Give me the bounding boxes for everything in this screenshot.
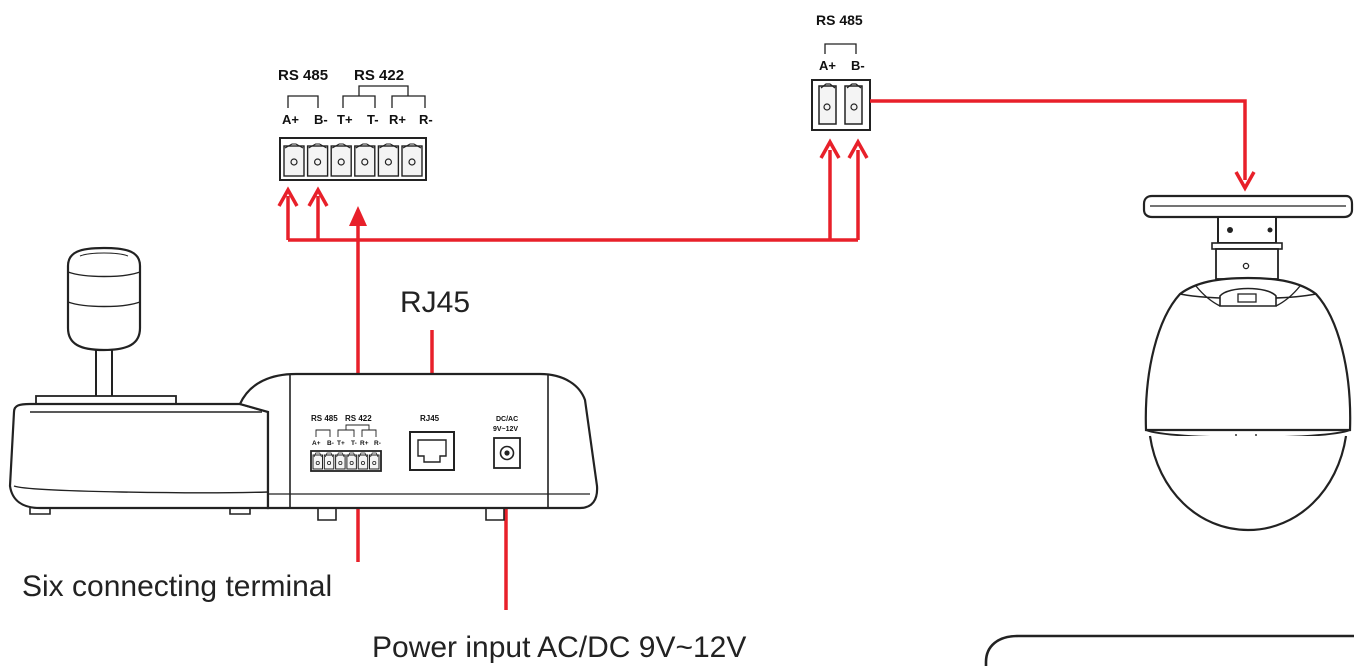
panel-terminal-slot-6 <box>369 452 380 470</box>
keyboard-feet <box>317 508 505 521</box>
six-terminal-callout-label: Six connecting terminal <box>22 570 332 603</box>
pin-label-r-minus: R- <box>419 112 433 127</box>
panel-terminal-slot-2 <box>323 452 335 470</box>
arrow-keyboard-to-terminal <box>349 206 367 226</box>
panel-rs485-label: RS 485 <box>311 414 338 423</box>
speed-dome-camera <box>1142 194 1354 532</box>
panel-terminal-slot-3 <box>335 452 346 470</box>
camera-housing <box>1144 276 1352 432</box>
keyboard-controller: RS 485 RS 422 A+ B- T+ T- R+ R- RJ45 DC/… <box>8 246 599 521</box>
panel-six-pin-terminal <box>310 450 382 472</box>
joystick <box>35 246 177 407</box>
panel-pin-a-plus: A+ <box>312 440 321 447</box>
rs485-bracket <box>287 95 319 108</box>
terminal-slot-6 <box>401 143 423 177</box>
left-terminal-rs485-label: RS 485 <box>278 67 328 84</box>
terminal-slot-4 <box>354 143 376 177</box>
left-terminal-rs422-label: RS 422 <box>354 67 404 84</box>
pin-label-a-plus: A+ <box>282 112 299 127</box>
rs422-bracket <box>342 85 426 108</box>
pin-label-t-minus: T- <box>367 112 379 127</box>
panel-power-label-1: DC/AC <box>496 416 518 423</box>
panel-terminal-slot-4 <box>346 452 357 470</box>
arrow-into-camera <box>1234 171 1256 192</box>
rj45-port <box>409 431 455 471</box>
arrow-right-a-plus <box>819 138 841 159</box>
panel-pin-t-minus: T- <box>351 440 357 447</box>
right-terminal-block: RS 485 A+ B- <box>811 12 871 131</box>
dc-power-jack <box>493 437 521 469</box>
pin-label-r-plus: R+ <box>389 112 406 127</box>
panel-power-label-2: 9V~12V <box>493 426 518 433</box>
wire-to-camera <box>870 99 1247 180</box>
panel-terminal-slot-5 <box>357 452 369 470</box>
arrow-left-a-plus <box>277 186 299 207</box>
panel-pin-r-plus: R+ <box>360 440 369 447</box>
panel-pin-r-minus: R- <box>374 440 381 447</box>
left-terminal-block: RS 485 RS 422 A+ B- T+ T- R+ R- <box>278 67 433 181</box>
panel-terminal-slot-1 <box>312 452 323 470</box>
two-pin-connector <box>811 79 871 131</box>
panel-rj45-label: RJ45 <box>420 414 440 423</box>
panel-pin-t-plus: T+ <box>337 440 345 447</box>
camera-dome <box>1148 435 1348 532</box>
pin-label-t-plus: T+ <box>337 112 353 127</box>
panel-pin-b-minus: B- <box>327 440 334 447</box>
right-terminal-rs485-label: RS 485 <box>816 12 863 28</box>
camera-bracket <box>1217 216 1277 244</box>
rear-panel: RS 485 RS 422 A+ B- T+ T- R+ R- RJ45 DC/… <box>310 414 521 472</box>
six-pin-connector <box>279 137 427 181</box>
arrow-right-b-minus <box>847 138 869 159</box>
right-pin-label-b-minus: B- <box>851 58 865 73</box>
pin-label-b-minus: B- <box>314 112 328 127</box>
terminal-slot-2 <box>306 143 329 177</box>
power-callout-label: Power input AC/DC 9V~12V <box>372 631 746 664</box>
arrow-left-b-minus <box>307 186 329 207</box>
frame-corner <box>984 634 1354 666</box>
right-pin-label-a-plus: A+ <box>819 58 836 73</box>
panel-rs422-label: RS 422 <box>345 414 372 423</box>
right-rs485-bracket <box>824 43 857 54</box>
rj45-callout-label: RJ45 <box>400 286 470 319</box>
terminal-slot-3 <box>330 143 352 177</box>
terminal-slot-1 <box>283 143 305 177</box>
terminal-slot-5 <box>377 143 400 177</box>
